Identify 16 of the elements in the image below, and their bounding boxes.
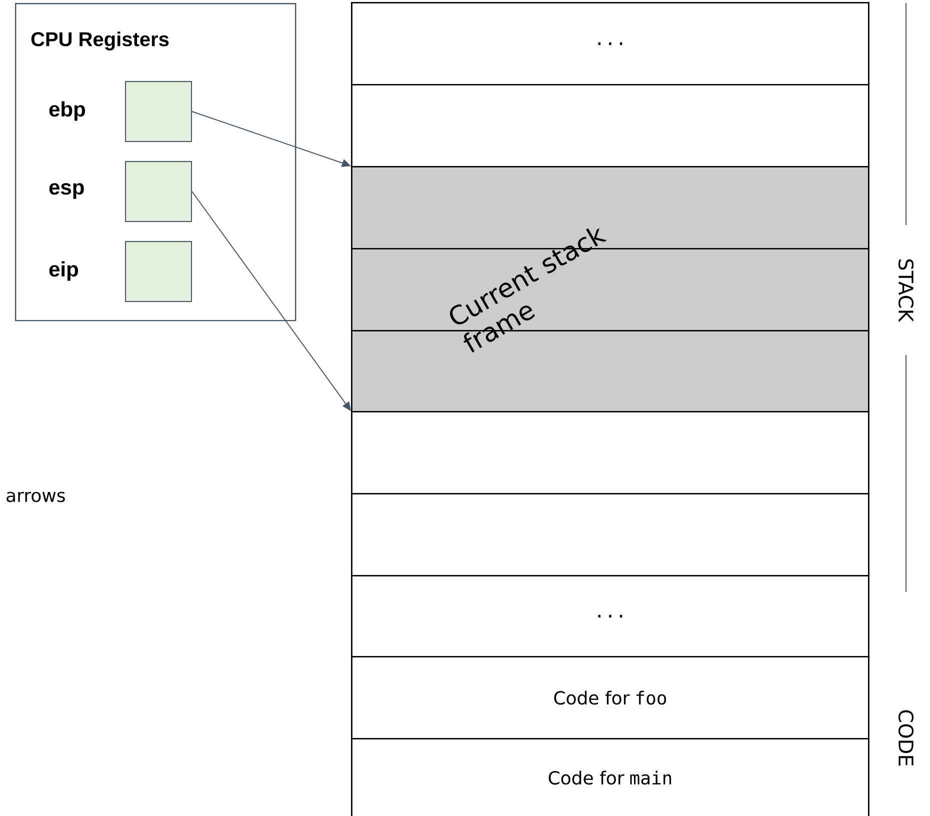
memory-row: Code for foo xyxy=(351,656,870,740)
memory-row xyxy=(351,84,870,168)
memory-row: Code for main xyxy=(351,738,870,816)
register-name: ebp xyxy=(49,101,85,121)
memory-row: ... xyxy=(351,2,870,86)
memory-row xyxy=(351,492,870,576)
memory-row: ... xyxy=(351,574,870,658)
register-box xyxy=(125,80,192,142)
register-box xyxy=(125,241,192,302)
register-name: esp xyxy=(49,183,84,199)
register-box xyxy=(125,160,192,222)
note-text: arrows xyxy=(6,492,65,502)
section-label: CODE xyxy=(898,710,914,766)
register-name: eip xyxy=(49,261,78,281)
memory-row xyxy=(351,410,870,494)
section-label: STACK xyxy=(898,259,914,322)
